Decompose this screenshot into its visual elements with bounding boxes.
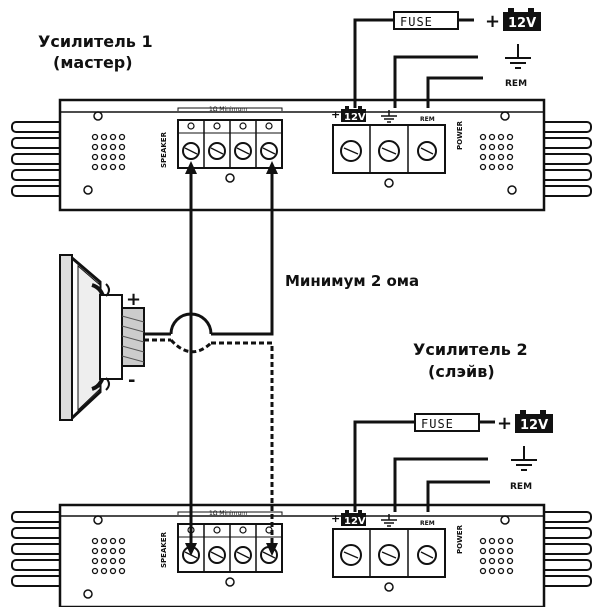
rem-bottom-label: REM [510,482,532,492]
amp2-title: Усилитель 2 [413,340,528,359]
svg-text:FUSE: FUSE [421,417,454,431]
arrow-slave-left-down [185,543,197,556]
ground-small-icon-2 [381,514,397,527]
amp2-power-wiring [353,420,495,512]
ground-small-icon [381,110,397,123]
vent-grille-right-2 [479,537,514,575]
heatsink-fins-right-2 [534,511,592,587]
fuse-top: FUSE [393,11,459,30]
speaker-minus-label: - [128,370,135,391]
speaker-screws [182,142,278,160]
svg-text:12V: 12V [344,516,366,527]
speaker-icon [59,254,145,421]
svg-text:12V: 12V [508,16,536,31]
battery-12v-top: 12V [503,8,541,31]
battery-12v-bottom: 12V [515,410,553,433]
speaker-label: SPEAKER [160,131,168,168]
battery-12v-small-label: 12V [341,106,366,123]
amplifier-1-body [58,98,546,212]
minimum-label: 1Ω Minimum [209,106,247,113]
amplifier-2: SPEAKER 1Ω Minimum POWER + [11,503,592,607]
plus-top-label: + [485,11,500,32]
vent-grille-left [91,133,126,171]
fuse-bottom: FUSE [414,413,480,432]
svg-text:FUSE: FUSE [400,15,433,29]
arrow-slave-negative [266,543,278,556]
battery-12v-small-label-2: 12V [341,510,366,527]
amplifier-1: SPEAKER 1Ω Minimum POWER + [11,98,592,212]
plus-small-label: + [331,108,340,121]
plus-bottom-label: + [497,413,512,434]
bridge-minimum-note: Минимум 2 ома [285,272,419,290]
power-label-2: POWER [456,524,464,554]
amp2-subtitle: (слэйв) [428,362,495,381]
ground-icon-bottom [511,446,537,471]
speaker-wire-negative [144,338,274,550]
plus-small-label-2: + [331,512,340,525]
minimum-label-2: 1Ω Minimum [209,510,247,517]
rem-small-label-2: REM [420,520,435,527]
svg-text:12V: 12V [344,112,366,123]
svg-text:12V: 12V [520,418,548,433]
ground-icon-top [505,44,531,69]
power-label: POWER [456,120,464,150]
amplifier-2-body [58,503,546,607]
speaker-label-2: SPEAKER [160,531,168,568]
amp1-power-wiring [353,18,483,108]
rem-top-label: REM [505,79,527,89]
rem-small-label: REM [420,116,435,123]
vent-grille-left-2 [91,537,126,575]
heatsink-fins-left-2 [11,511,71,587]
arrow-master-left-up [185,161,197,174]
amp1-title: Усилитель 1 [38,32,153,51]
speaker-plus-label: + [126,289,141,310]
vent-grille-right [479,133,514,171]
amp1-subtitle: (мастер) [53,53,133,72]
